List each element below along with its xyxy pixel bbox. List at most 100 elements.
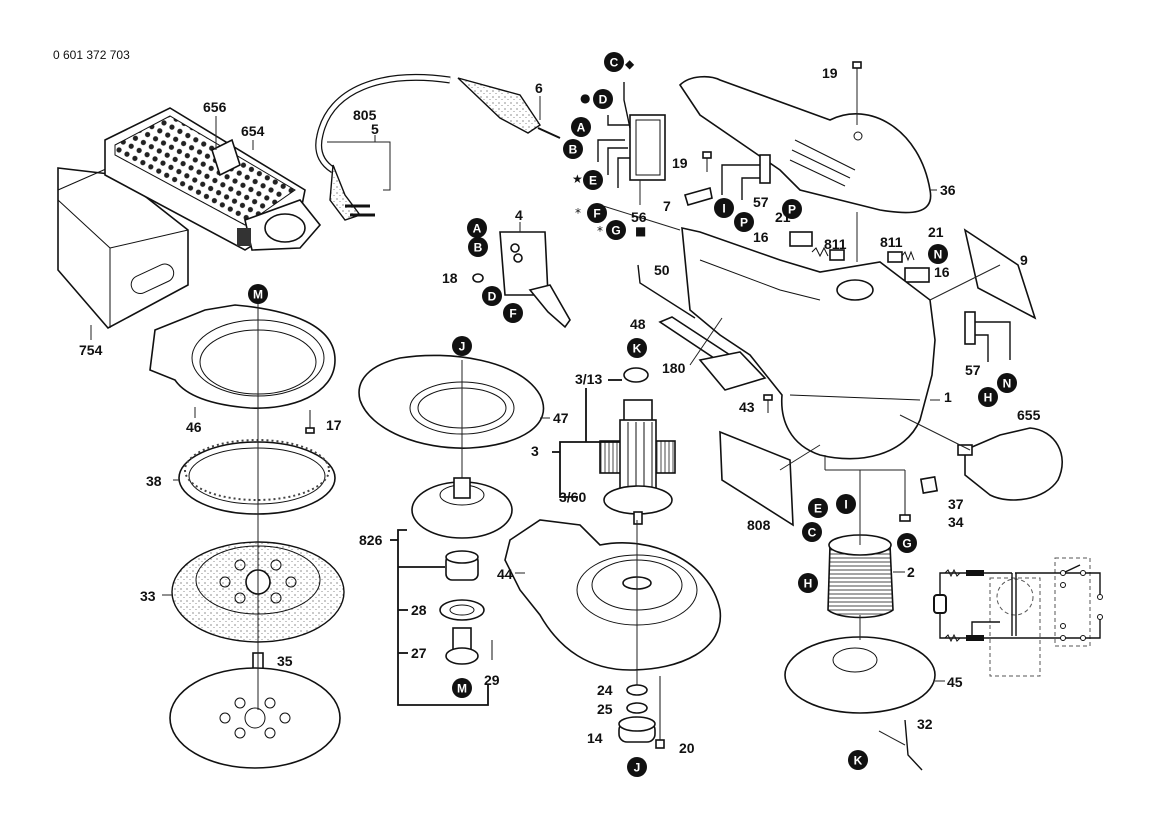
label-18: 18 bbox=[442, 270, 458, 286]
marker-letter-i: I bbox=[844, 498, 847, 512]
marker-letter-c: C bbox=[808, 526, 817, 540]
part-25-washer bbox=[626, 702, 648, 714]
document-part-number: 0 601 372 703 bbox=[53, 48, 130, 62]
marker-circle-a bbox=[467, 218, 487, 238]
label-811-right: 811 bbox=[880, 234, 903, 250]
label-811-left: 811 bbox=[824, 236, 847, 252]
part-2-field-coil bbox=[827, 534, 905, 619]
label-17: 17 bbox=[326, 417, 342, 433]
part-36-top-cover bbox=[678, 75, 937, 262]
label-32: 32 bbox=[917, 716, 933, 732]
label-754: 754 bbox=[79, 342, 103, 358]
label-6: 6 bbox=[535, 80, 543, 96]
label-826: 826 bbox=[359, 532, 383, 548]
marker-circle-m bbox=[248, 284, 268, 304]
part-34-screw bbox=[899, 490, 911, 522]
marker-circle-p bbox=[734, 212, 754, 232]
label-56: 56 bbox=[631, 209, 647, 225]
part-50-hex-key bbox=[637, 264, 696, 319]
marker-circle-i bbox=[714, 198, 734, 218]
marker-letter-e: E bbox=[589, 174, 597, 188]
marker-circle-c bbox=[604, 52, 624, 72]
marker-letter-k: K bbox=[633, 342, 642, 356]
marker-circle-h bbox=[798, 573, 818, 593]
label-3-13: 3/13 bbox=[575, 371, 602, 387]
marker-letter-a: A bbox=[577, 121, 586, 135]
marker-letter-k: K bbox=[854, 754, 863, 768]
part-3-armature bbox=[599, 367, 676, 525]
label-25: 25 bbox=[597, 701, 613, 717]
wiring-schematic bbox=[933, 557, 1103, 677]
part-38-seal-ring bbox=[173, 439, 336, 515]
marker-circle-b bbox=[468, 237, 488, 257]
marker-letter-j: J bbox=[634, 761, 641, 775]
marker-letter-a: A bbox=[473, 222, 482, 236]
label-19-mid: 19 bbox=[672, 155, 688, 171]
marker-circle-g bbox=[897, 533, 917, 553]
marker-letter-f: F bbox=[509, 307, 516, 321]
marker-circle-p bbox=[782, 199, 802, 219]
group-bracket-826 bbox=[390, 529, 489, 706]
label-655: 655 bbox=[1017, 407, 1041, 423]
square-note-icon: ■ bbox=[635, 224, 646, 238]
part-44-base bbox=[504, 519, 722, 671]
part-47-baffle bbox=[358, 354, 550, 449]
marker-letter-g: G bbox=[902, 537, 911, 551]
part-32-spring bbox=[878, 719, 923, 771]
marker-letter-j: J bbox=[459, 340, 466, 354]
label-9: 9 bbox=[1020, 252, 1028, 268]
label-2: 2 bbox=[907, 564, 915, 580]
marker-letter-d: D bbox=[599, 93, 608, 107]
marker-letter-b: B bbox=[474, 241, 483, 255]
label-43: 43 bbox=[739, 399, 755, 415]
part-655-adapter bbox=[957, 427, 1063, 501]
marker-letter-c: C bbox=[610, 56, 619, 70]
star-note-icon-g: * bbox=[597, 224, 603, 238]
diamond-note-icon: ◆ bbox=[625, 57, 635, 71]
marker-circle-g bbox=[606, 220, 626, 240]
label-20: 20 bbox=[679, 740, 695, 756]
part-1-motor-housing bbox=[681, 226, 940, 460]
label-34: 34 bbox=[948, 514, 964, 530]
label-35: 35 bbox=[277, 653, 293, 669]
marker-letter-e: E bbox=[814, 502, 822, 516]
part-4-switch bbox=[472, 222, 571, 329]
part-45-fan-guard bbox=[784, 636, 945, 714]
label-44: 44 bbox=[497, 566, 513, 582]
part-37-nut bbox=[919, 475, 939, 495]
part-20-screw bbox=[655, 676, 665, 749]
label-29: 29 bbox=[484, 672, 500, 688]
label-21-right: 21 bbox=[928, 224, 944, 240]
marker-circle-k bbox=[627, 338, 647, 358]
marker-circle-a bbox=[571, 117, 591, 137]
note-symbols: ◆ ● ★ * * ■ bbox=[572, 57, 646, 238]
marker-circle-h bbox=[978, 387, 998, 407]
label-14: 14 bbox=[587, 730, 603, 746]
label-654: 654 bbox=[241, 123, 265, 139]
marker-letter-f: F bbox=[593, 207, 600, 221]
label-27: 27 bbox=[411, 645, 427, 661]
part-57-carbon-holder bbox=[721, 154, 1011, 362]
part-16-811-brushes bbox=[789, 231, 930, 283]
part-43-screw bbox=[763, 394, 773, 413]
label-57-right: 57 bbox=[965, 362, 981, 378]
group-bracket-3 bbox=[552, 379, 622, 498]
part-bearing bbox=[445, 550, 479, 581]
label-180: 180 bbox=[662, 360, 686, 376]
part-808-label-plate bbox=[719, 430, 794, 527]
part-180-bracket bbox=[689, 317, 767, 391]
part-28-flange bbox=[439, 599, 485, 621]
marker-letter-d: D bbox=[488, 290, 497, 304]
star-note-icon-f: * bbox=[575, 206, 581, 220]
label-7: 7 bbox=[663, 198, 671, 214]
marker-letter-g: G bbox=[611, 224, 620, 238]
marker-circle-b bbox=[563, 139, 583, 159]
marker-letter-p: P bbox=[740, 216, 748, 230]
marker-letter-m: M bbox=[253, 288, 263, 302]
marker-circle-j bbox=[627, 757, 647, 777]
star-note-icon-e: ★ bbox=[572, 172, 583, 186]
label-46: 46 bbox=[186, 419, 202, 435]
marker-circle-f bbox=[503, 303, 523, 323]
label-45: 45 bbox=[947, 674, 963, 690]
